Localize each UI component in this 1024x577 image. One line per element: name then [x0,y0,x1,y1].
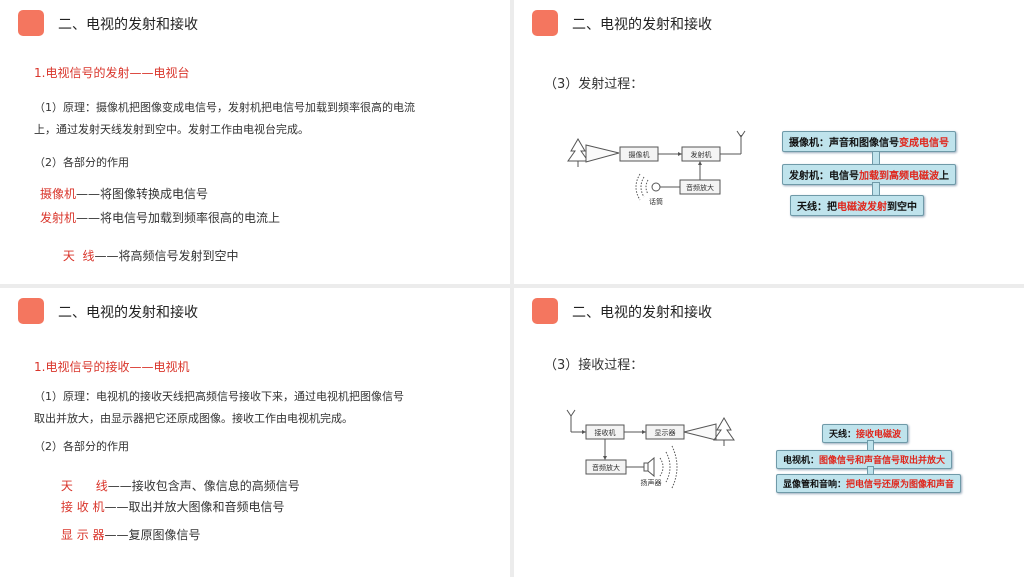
flow-arrow [872,151,880,165]
flow-arrow [867,466,874,476]
amplifier-label: 音频放大 [686,183,714,192]
principle-line-2: 取出并放大，由显示器把它还原成图像。接收工作由电视机完成。 [34,412,353,425]
tree-scene-icon [567,138,589,167]
principle-line-1: （1）原理：电视机的接收天线把高频信号接收下来，通过电视机把图像信号 [34,390,404,403]
flow-highlight: 电磁波发射 [837,202,887,213]
role-item: 显 示 器——复原图像信号 [38,512,201,557]
antenna-icon [566,409,586,433]
panel-reception-process: 二、电视的发射和接收 （3）接收过程： 接收机 显示器 音频放大 [514,288,1024,577]
display-cone-icon [683,423,717,441]
flow-text: 电视机： [783,456,820,466]
role-item: 接 收 机——取出并放大图像和音频电信号 [38,484,285,529]
role-desc: ——将图像转换成电信号 [76,187,209,201]
panel-title: 二、电视的发射和接收 [572,305,712,321]
flow-step: 发射机：电信号加载到高频电磁波上 [782,164,956,185]
role-item: 发射机——将电信号加载到频率很高的电流上 [40,209,280,226]
flow-text: 到空中 [887,202,917,213]
antenna-icon [720,130,746,155]
flow-text: 摄像机：声音和图像信号 [789,138,899,149]
role-name: 摄像机 [40,187,77,201]
flow-step: 天线：接收电磁波 [822,424,909,443]
role-name: 天 线 [60,479,108,493]
flow-highlight: 接收电磁波 [856,430,902,440]
tree-scene-icon [713,417,735,446]
microphone-label: 话筒 [649,197,663,206]
panel-transmission-text: 二、电视的发射和接收 1.电视信号的发射——电视台 （1）原理：摄像机把图像变成… [0,0,510,284]
section-heading: 1.电视信号的发射——电视台 [34,66,190,80]
camera-label: 摄像机 [629,150,650,159]
principle-line-1: （1）原理：摄像机把图像变成电信号，发射机把电信号加载到频率很高的电流 [34,101,415,114]
flow-highlight: 加载到高频电磁波 [859,171,939,182]
role-item: 天 线——将高频信号发射到空中 [40,233,239,278]
role-desc: ——将电信号加载到频率很高的电流上 [76,211,281,225]
flow-step: 摄像机：声音和图像信号变成电信号 [782,131,956,152]
panel-title: 二、电视的发射和接收 [572,17,712,33]
flow-text: 上 [939,171,949,182]
panel-reception-text: 二、电视的发射和接收 1.电视信号的接收——电视机 （1）原理：电视机的接收天线… [0,288,510,577]
process-label: （3）发射过程： [544,77,644,92]
amplifier-label: 音频放大 [592,463,620,472]
panel-title: 二、电视的发射和接收 [58,305,198,321]
role-desc: ——将高频信号发射到空中 [94,249,239,263]
receiver-label: 接收机 [595,428,616,437]
flow-text: 发射机：电信号 [789,171,859,182]
microphone-icon [635,173,680,201]
roles-heading: （2）各部分的作用 [34,156,129,169]
role-desc: ——取出并放大图像和音频电信号 [104,500,285,514]
process-label: （3）接收过程： [544,358,644,373]
role-item: 摄像机——将图像转换成电信号 [40,185,208,202]
transmitter-label: 发射机 [691,150,712,159]
flow-text: 显像管和音响： [783,480,847,490]
flow-arrow [867,440,874,451]
flow-highlight: 图像信号和声音信号取出并放大 [819,456,946,466]
reception-diagram: 接收机 显示器 音频放大 扬声器 [566,409,735,489]
role-name: 发射机 [40,211,77,225]
panel-transmission-process: 二、电视的发射和接收 （3）发射过程： 摄像机 发射机 音 [514,0,1024,284]
flow-highlight: 变成电信号 [899,138,949,149]
role-desc: ——接收包含声、像信息的高频信号 [107,479,300,493]
camera-lens-icon [585,144,620,163]
title-accent-block [18,298,44,324]
display-label: 显示器 [655,429,676,437]
flow-text: 天线： [829,430,857,440]
flow-step: 显像管和音响：把电信号还原为图像和声音 [776,474,962,493]
role-name: 接 收 机 [60,500,105,514]
title-accent-block [532,298,558,324]
principle-line-2: 上，通过发射天线发射到空中。发射工作由电视台完成。 [34,123,309,136]
role-name: 天 线 [62,249,95,263]
title-accent-block [532,10,558,36]
role-name: 显 示 器 [60,528,105,542]
flow-arrow [872,182,880,196]
flow-highlight: 把电信号还原为图像和声音 [846,480,955,490]
section-heading: 1.电视信号的接收——电视机 [34,360,190,374]
speaker-icon [643,445,678,489]
speaker-label: 扬声器 [641,478,662,487]
panel-title: 二、电视的发射和接收 [58,17,198,33]
flow-step: 天线：把电磁波发射到空中 [790,195,924,216]
title-accent-block [18,10,44,36]
flow-text: 天线：把 [797,202,837,213]
role-item: 天 线——接收包含声、像信息的高频信号 [38,463,300,508]
role-desc: ——复原图像信号 [104,528,201,542]
flow-step: 电视机：图像信号和声音信号取出并放大 [776,450,953,469]
transmission-diagram: 摄像机 发射机 音频放大 话筒 [567,130,746,206]
roles-heading: （2）各部分的作用 [34,440,129,453]
